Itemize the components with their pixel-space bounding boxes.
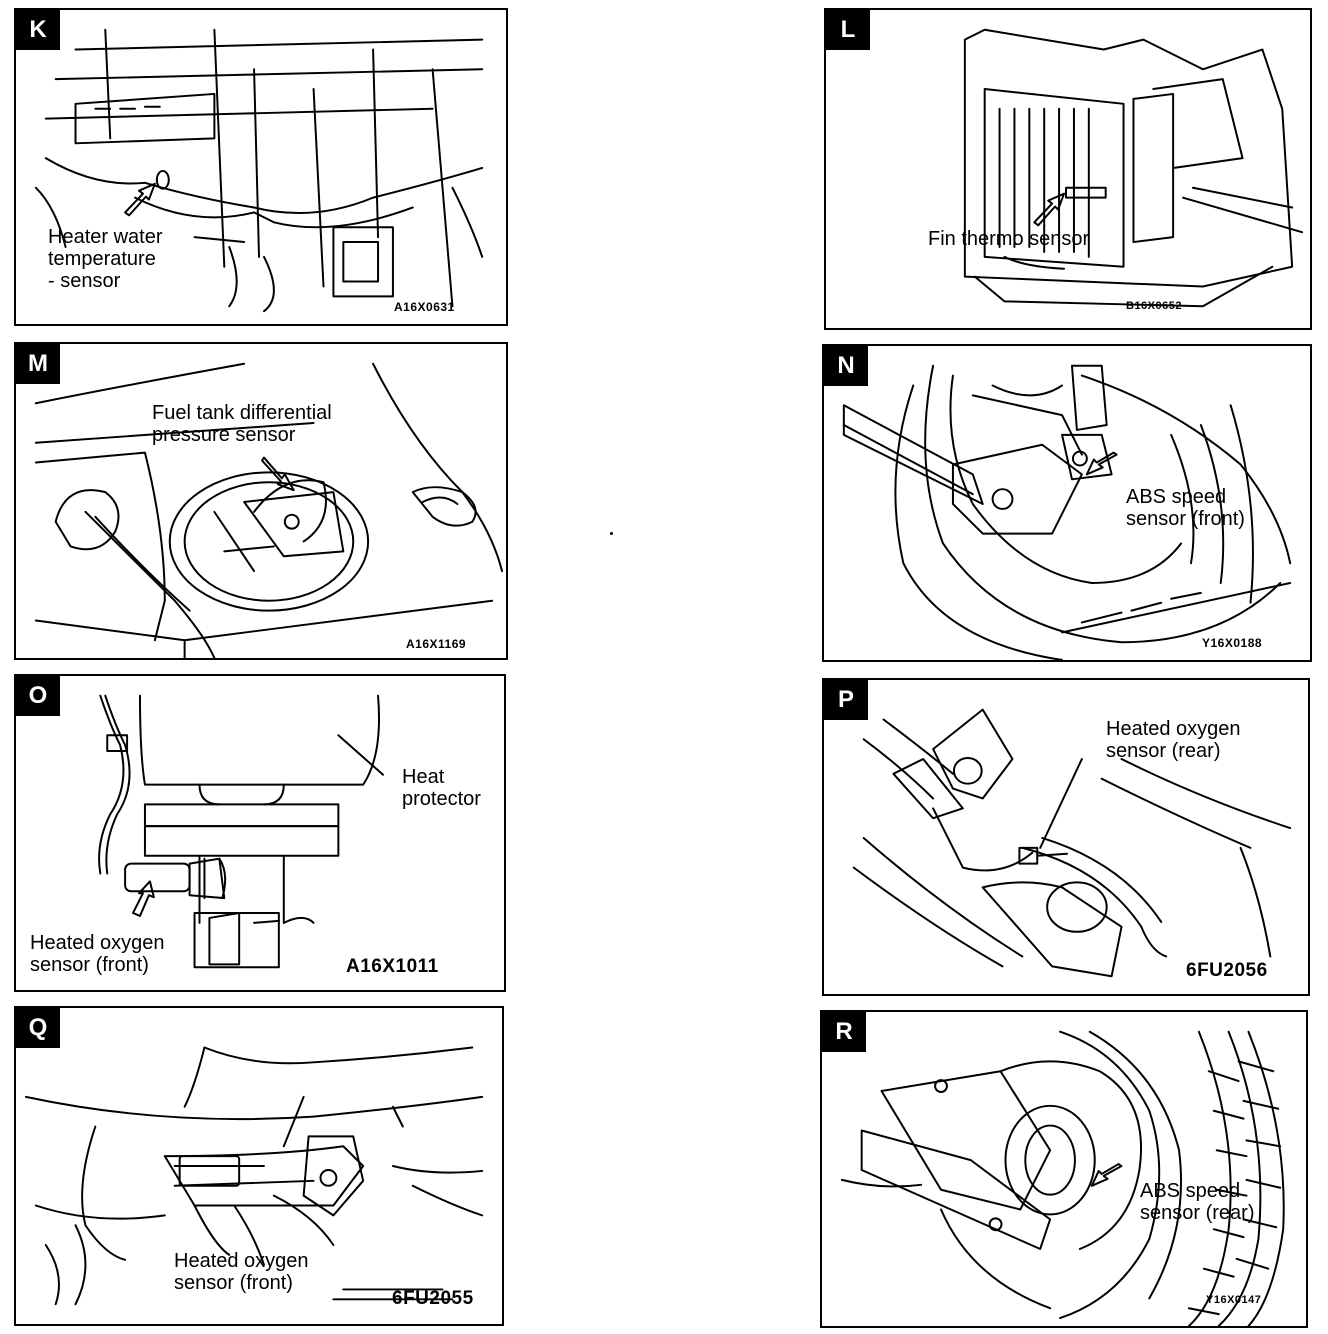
sensor-label: Heater water temperature - sensor bbox=[48, 226, 163, 292]
panel-q: Q Heated oxygen sensor (front) 6FU2055 bbox=[14, 1006, 504, 1326]
figure-code: 6FU2056 bbox=[1186, 960, 1268, 981]
panel-k: K Heater water temperature - sensor A16X… bbox=[14, 8, 508, 326]
panel-r: R ABS speed sensor (rear) Y16X0147 bbox=[820, 1010, 1308, 1328]
sensor-label: Heated oxygen sensor (front) bbox=[174, 1250, 309, 1294]
figure-code: Y16X0188 bbox=[1202, 636, 1263, 650]
figure-code: 6FU2055 bbox=[392, 1288, 474, 1309]
panel-letter: R bbox=[822, 1012, 866, 1052]
abs-speed-sensor-front-illustration bbox=[842, 364, 1292, 660]
sensor-label: Fin thermo sensor bbox=[928, 228, 1090, 250]
heated-oxygen-sensor-front-q-illustration bbox=[24, 1046, 484, 1306]
sensor-label: ABS speed sensor (rear) bbox=[1140, 1180, 1255, 1224]
panel-letter: M bbox=[16, 344, 60, 384]
sensor-label: Heated oxygen sensor (front) bbox=[30, 932, 165, 976]
figure-code: Y16X0147 bbox=[1206, 1294, 1262, 1306]
fuel-tank-differential-pressure-sensor-illustration bbox=[34, 362, 504, 658]
panel-n: N ABS speed sensor (front) Y16X0188 bbox=[822, 344, 1312, 662]
panel-m: M Fuel tank differential pressure sensor… bbox=[14, 342, 508, 660]
panel-letter: P bbox=[824, 680, 868, 720]
heated-oxygen-sensor-rear-illustration bbox=[852, 708, 1292, 978]
abs-speed-sensor-rear-illustration bbox=[840, 1030, 1285, 1326]
figure-code: B16X0652 bbox=[1126, 300, 1182, 312]
panel-p: P Heated oxygen sensor (rear) 6FU2056 bbox=[822, 678, 1310, 996]
panel-letter: L bbox=[826, 10, 870, 50]
panel-o: O Heated oxygen sensor (front) Heat prot… bbox=[14, 674, 506, 992]
panel-letter: Q bbox=[16, 1008, 60, 1048]
heated-oxygen-sensor-front-illustration bbox=[98, 694, 384, 969]
sensor-label: Fuel tank differential pressure sensor bbox=[152, 402, 332, 446]
panel-letter: N bbox=[824, 346, 868, 386]
fin-thermo-sensor-illustration bbox=[963, 28, 1304, 308]
panel-letter: O bbox=[16, 676, 60, 716]
page-speck bbox=[610, 532, 613, 535]
heat-protector-label: Heat protector bbox=[402, 766, 481, 810]
figure-code: A16X0631 bbox=[394, 300, 455, 314]
figure-code: A16X1011 bbox=[346, 956, 439, 977]
sensor-label: ABS speed sensor (front) bbox=[1126, 486, 1245, 530]
figure-code: A16X1169 bbox=[406, 637, 467, 651]
panel-l: L Fin thermo sensor B16X0652 bbox=[824, 8, 1312, 330]
sensor-label: Heated oxygen sensor (rear) bbox=[1106, 718, 1241, 762]
panel-letter: K bbox=[16, 10, 60, 50]
heater-water-temperature-sensor-illustration bbox=[34, 28, 484, 313]
